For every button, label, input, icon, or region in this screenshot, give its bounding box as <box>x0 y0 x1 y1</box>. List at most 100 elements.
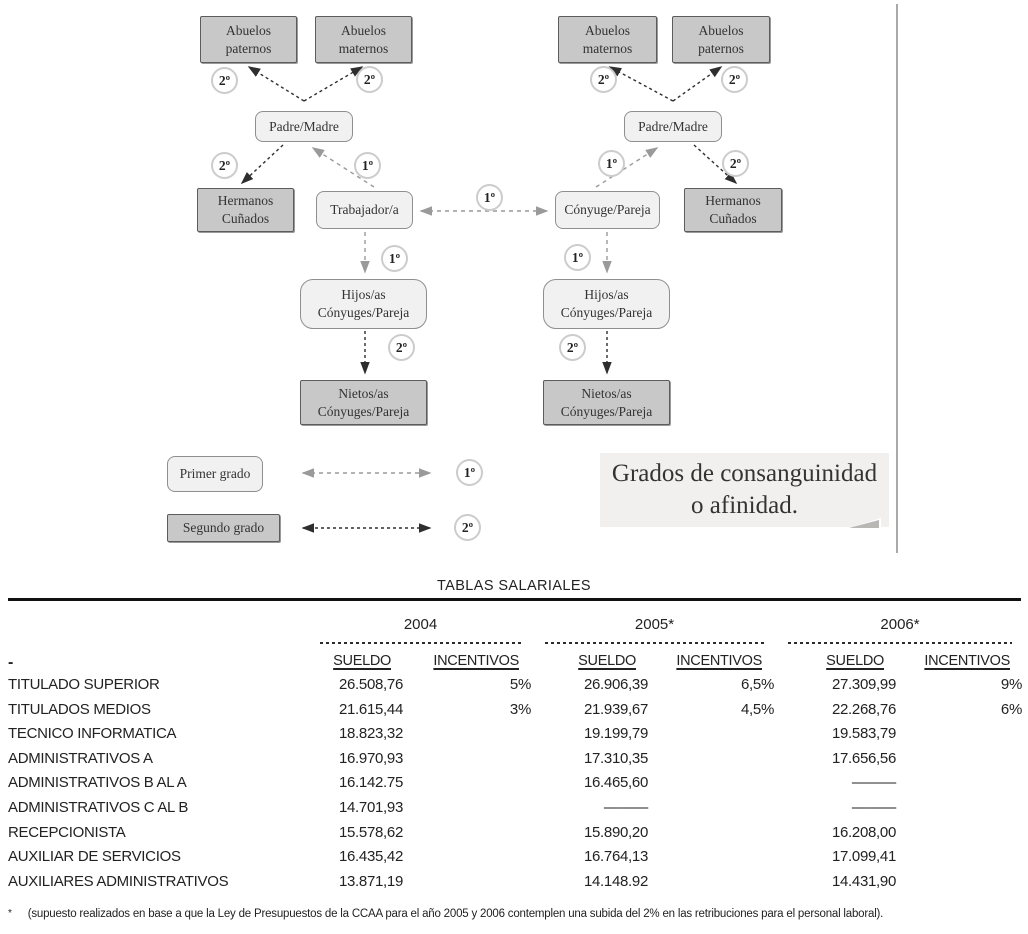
cell-incentivos-2005 <box>650 747 776 772</box>
cell-sueldo-2006: 14.431,90 <box>831 872 896 890</box>
year-label: 2006* <box>880 616 920 633</box>
diagram-edges <box>240 66 738 533</box>
cell-sueldo-2006: ——— <box>851 774 896 792</box>
box-hijos-right: Hijos/as Cónyuges/Pareja <box>543 279 670 329</box>
cell-incentivos-2005: 6,5% <box>741 676 774 693</box>
cell-incentivos-2006 <box>898 747 1024 772</box>
cell-incentivos-2005 <box>650 796 776 821</box>
box-abuelos-paternos-right: Abuelos paternos <box>672 16 770 63</box>
cell-incentivos-2006 <box>898 722 1024 747</box>
cell-sueldo-2005: 26.906,39 <box>583 676 648 693</box>
edge-2deg-padre-abuelos-maternos-right <box>608 66 674 102</box>
degree-badge-2: 2º <box>722 150 749 177</box>
cell-sueldo-2005: 16.764,13 <box>583 848 648 866</box>
box-abuelos-maternos-left: Abuelos maternos <box>315 16 412 63</box>
legend-box-segundo-grado: Segundo grado <box>167 514 280 542</box>
cell-sueldo-2005: 15.890,20 <box>583 823 648 841</box>
year-header-2005: 2005* <box>533 610 776 644</box>
box-hijos-left: Hijos/as Cónyuges/Pareja <box>300 279 427 329</box>
edge-2deg-padre-hermanos-left <box>240 144 284 185</box>
cell-sueldo-2004: 15.578,62 <box>338 823 403 841</box>
box-nietos-right: Nietos/as Cónyuges/Pareja <box>543 380 670 425</box>
col-header-sueldo-2006: SUELDO <box>826 653 884 669</box>
year-dashed-rule <box>320 642 521 644</box>
cell-sueldo-2005: 19.199,79 <box>583 725 648 743</box>
row-label: TECNICO INFORMATICA <box>8 725 177 743</box>
cell-sueldo-2006: 16.208,00 <box>831 823 896 841</box>
box-nietos-left: Nietos/as Cónyuges/Pareja <box>300 380 427 425</box>
diagram-caption: Grados de consanguinidad o afinidad. <box>600 453 889 529</box>
cell-sueldo-2006: 17.099,41 <box>831 848 896 866</box>
diagram-caption-text: Grados de consanguinidad o afinidad. <box>611 459 878 520</box>
cell-sueldo-2004: 21.615,44 <box>338 700 403 718</box>
cell-sueldo-2004: 16.970,93 <box>338 749 403 767</box>
table-rule <box>8 598 1021 601</box>
cell-incentivos-2004 <box>405 796 533 821</box>
row-label: AUXILIAR DE SERVICIOS <box>8 848 181 866</box>
spacer <box>8 610 308 644</box>
cell-sueldo-2005: 16.465,60 <box>583 774 648 792</box>
cell-incentivos-2004 <box>405 870 533 895</box>
cell-incentivos-2004 <box>405 845 533 870</box>
col-header-incentivos-2004: INCENTIVOS <box>433 653 519 669</box>
cell-incentivos-2005: 4,5% <box>741 700 774 718</box>
box-conyuge-pareja: Cónyuge/Pareja <box>555 191 660 229</box>
salary-table-section: TABLAS SALARIALES 2004 2005* 2006* - SUE… <box>0 578 1028 920</box>
consanguinity-diagram: Abuelos paternos Abuelos maternos Abuelo… <box>167 4 898 553</box>
row-label: TITULADOS MEDIOS <box>8 700 151 718</box>
cell-sueldo-2004: 16.142.75 <box>338 774 403 792</box>
box-abuelos-maternos-right: Abuelos maternos <box>558 16 657 63</box>
footnote-text: (supuesto realizados en base a que la Le… <box>27 908 884 920</box>
cell-sueldo-2006: 17.656,56 <box>831 749 896 767</box>
row-label: TITULADO SUPERIOR <box>8 676 160 693</box>
cell-sueldo-2004: 14.701,93 <box>338 798 403 816</box>
year-header-2006: 2006* <box>776 610 1024 644</box>
box-padre-madre-left: Padre/Madre <box>255 111 353 142</box>
cell-incentivos-2005 <box>650 821 776 846</box>
row-label: ADMINISTRATIVOS C AL B <box>8 798 189 816</box>
year-label: 2005* <box>634 616 675 633</box>
cell-incentivos-2006 <box>898 870 1024 895</box>
cell-sueldo-2004: 13.871,19 <box>338 872 403 890</box>
col-header-incentivos-2006: INCENTIVOS <box>924 653 1010 669</box>
table-title: TABLAS SALARIALES <box>436 578 592 594</box>
year-label: 2004 <box>403 616 438 633</box>
cell-incentivos-2005 <box>650 845 776 870</box>
row-label: ADMINISTRATIVOS A <box>8 749 153 767</box>
cell-sueldo-2004: 16.435,42 <box>338 848 403 866</box>
cell-sueldo-2004: 18.823,32 <box>338 725 403 743</box>
cell-sueldo-2005: ——— <box>603 798 648 816</box>
box-hermanos-cunados-right: Hermanos Cuñados <box>684 188 782 232</box>
cell-incentivos-2006: 6% <box>1000 700 1022 718</box>
cell-incentivos-2004 <box>405 821 533 846</box>
cell-incentivos-2004 <box>405 771 533 796</box>
table-footnote: * (supuesto realizados en base a que la L… <box>8 908 1024 920</box>
degree-badge-1: 1º <box>354 152 381 179</box>
col-header-sueldo-2004: SUELDO <box>333 653 391 669</box>
legend-degree-badge-2: 2º <box>454 514 481 541</box>
degree-badge-2: 2º <box>211 152 238 179</box>
cell-incentivos-2006 <box>898 771 1024 796</box>
degree-badge-2: 2º <box>721 66 748 93</box>
cell-incentivos-2004 <box>405 747 533 772</box>
cell-sueldo-2005: 14.148.92 <box>583 872 648 890</box>
degree-badge-2: 2º <box>559 334 586 361</box>
year-dashed-rule <box>545 642 764 644</box>
degree-badge-2: 2º <box>211 67 238 94</box>
cell-incentivos-2006 <box>898 796 1024 821</box>
cell-incentivos-2006 <box>898 845 1024 870</box>
col-header-sueldo-2005: SUELDO <box>578 653 636 669</box>
cell-sueldo-2005: 21.939,67 <box>583 700 648 718</box>
degree-badge-2: 2º <box>388 334 415 361</box>
box-trabajador: Trabajador/a <box>316 191 413 229</box>
degree-badge-1: 1º <box>598 150 625 177</box>
legend-degree-badge-1: 1º <box>456 459 483 486</box>
cell-incentivos-2004 <box>405 722 533 747</box>
legend-box-primer-grado: Primer grado <box>167 456 263 492</box>
row-label: ADMINISTRATIVOS B AL A <box>8 774 187 792</box>
year-dashed-rule <box>788 642 1012 644</box>
cell-incentivos-2005 <box>650 870 776 895</box>
footnote-asterisk: * <box>8 908 12 919</box>
box-hermanos-cunados-left: Hermanos Cuñados <box>197 188 294 232</box>
cell-sueldo-2006: ——— <box>851 798 896 816</box>
